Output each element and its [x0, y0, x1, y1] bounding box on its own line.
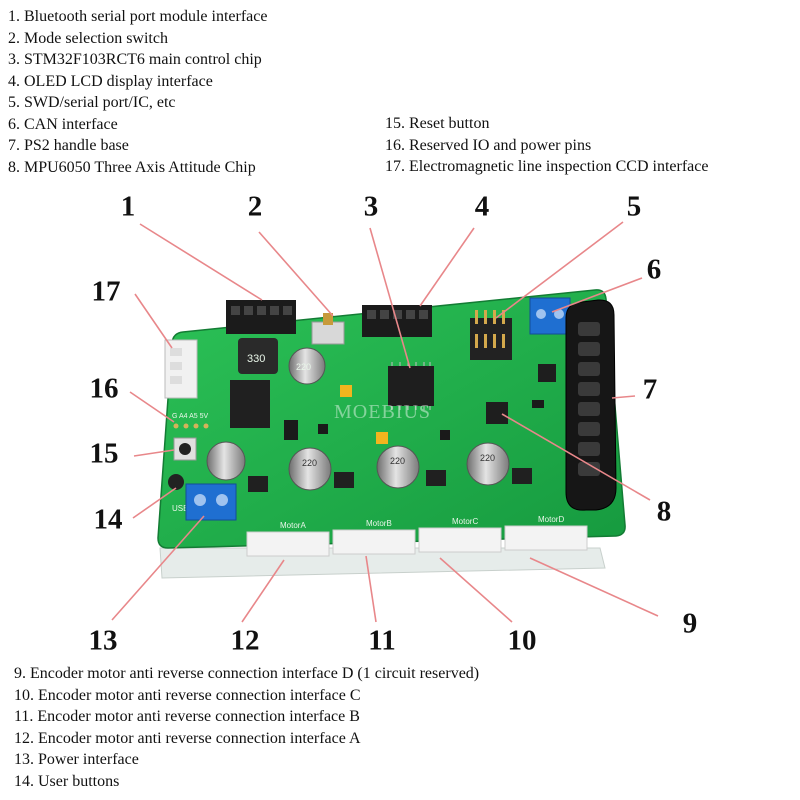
inductor-label: 330 [247, 353, 265, 365]
capacitor-label-top: 220 [296, 362, 311, 372]
motor-d-label: MotorD [538, 515, 564, 524]
legend-bottom: 9. Encoder motor anti reverse connection… [14, 663, 479, 792]
legend-item-4: 4. OLED LCD display interface [8, 72, 213, 90]
legend-item-12: 12. Encoder motor anti reverse connectio… [14, 729, 361, 747]
motor-c-label: MotorC [452, 517, 478, 526]
legend-item-2: 2. Mode selection switch [8, 29, 168, 47]
legend-item-8: 8. MPU6050 Three Axis Attitude Chip [8, 158, 256, 176]
user-silk: USER [172, 504, 194, 513]
legend-item-14: 14. User buttons [14, 772, 120, 790]
capacitor-a: 220 [288, 447, 332, 491]
bluetooth-header [226, 300, 296, 334]
callout-1: 1 [120, 190, 136, 223]
power-inductor: 330 [238, 338, 278, 374]
reserved-pins-silk: G A4 A5 5V [172, 413, 209, 420]
mode-switch [311, 313, 345, 345]
legend-item-3: 3. STM32F103RCT6 main control chip [8, 51, 262, 68]
oled-header [362, 305, 432, 337]
capacitor-left [206, 441, 246, 481]
leader-15 [133, 449, 175, 457]
capacitor-c: 220 [466, 442, 510, 486]
leader-3 [369, 227, 411, 369]
leader-2 [258, 231, 334, 317]
capacitor-label-c: 220 [480, 453, 495, 463]
legend-item-13: 13. Power interface [14, 751, 139, 768]
crystal [340, 385, 352, 397]
can-terminal [529, 297, 571, 335]
legend-item-7: 7. PS2 handle base [8, 137, 129, 154]
callout-13: 13 [88, 624, 118, 657]
crystal-2 [376, 432, 388, 444]
legend-item-10: 10. Encoder motor anti reverse connectio… [14, 686, 361, 704]
callout-16: 16 [89, 372, 119, 405]
leader-7 [611, 395, 636, 399]
leader-16 [129, 391, 175, 423]
leader-10 [439, 557, 513, 623]
legend-item-6: 6. CAN interface [8, 115, 118, 133]
leader-8 [501, 413, 651, 501]
leader-11 [365, 555, 377, 623]
can-transceiver [538, 364, 556, 382]
motor-driver-chips [248, 468, 532, 492]
leader-12 [241, 559, 285, 623]
callout-10: 10 [507, 624, 537, 657]
legend-item-16: 16. Reserved IO and power pins [385, 136, 592, 154]
legend-top-right: 15. Reset button 16. Reserved IO and pow… [385, 113, 708, 178]
stm32-chip [388, 362, 434, 410]
callout-9: 9 [682, 607, 698, 640]
leader-17 [134, 293, 173, 349]
capacitor-label-a: 220 [302, 458, 317, 468]
callout-5: 5 [626, 190, 642, 223]
callout-8: 8 [656, 495, 672, 528]
leader-14 [132, 487, 177, 519]
leader-6 [551, 277, 643, 313]
callout-14: 14 [93, 503, 123, 536]
watermark: MOEBIUS [334, 401, 431, 423]
callout-2: 2 [247, 190, 263, 223]
power-terminal [185, 483, 237, 521]
legend-item-11: 11. Encoder motor anti reverse connectio… [14, 708, 360, 725]
mpu6050-chip [486, 402, 508, 424]
callout-11: 11 [368, 624, 396, 657]
ccd-connector [164, 339, 198, 399]
legend-item-17: 17. Electromagnetic line inspection CCD … [385, 158, 709, 175]
legend-item-1: 1. Bluetooth serial port module interfac… [8, 8, 268, 25]
swd-pin-header [470, 310, 512, 360]
callout-15: 15 [89, 437, 119, 470]
callout-4: 4 [474, 190, 490, 223]
motor-a-label: MotorA [280, 521, 306, 530]
legend-item-9: 9. Encoder motor anti reverse connection… [14, 665, 480, 682]
leader-5 [495, 221, 624, 319]
ps2-base [565, 299, 617, 511]
voltage-regulator [230, 380, 270, 428]
leader-1 [139, 223, 263, 301]
callout-17: 17 [91, 275, 121, 308]
callout-6: 6 [646, 253, 662, 286]
capacitor-top: 220 [288, 347, 326, 385]
leader-4 [419, 227, 475, 307]
capacitor-b: 220 [376, 445, 420, 489]
legend-item-15: 15. Reset button [385, 115, 490, 132]
leader-lines [111, 221, 659, 623]
leader-9 [529, 557, 659, 617]
callout-3: 3 [363, 190, 379, 223]
motor-b-label: MotorB [366, 519, 392, 528]
reserved-io-pins [173, 423, 209, 429]
legend-top-left: 1. Bluetooth serial port module interfac… [8, 6, 267, 178]
leader-13 [111, 515, 205, 621]
reset-button [173, 437, 197, 461]
callout-7: 7 [642, 373, 658, 406]
user-button [168, 474, 184, 490]
small-components [284, 400, 544, 440]
callout-12: 12 [230, 624, 260, 657]
legend-item-5: 5. SWD/serial port/IC, etc [8, 94, 176, 111]
capacitor-label-b: 220 [390, 456, 405, 466]
motor-connectors [246, 525, 588, 557]
